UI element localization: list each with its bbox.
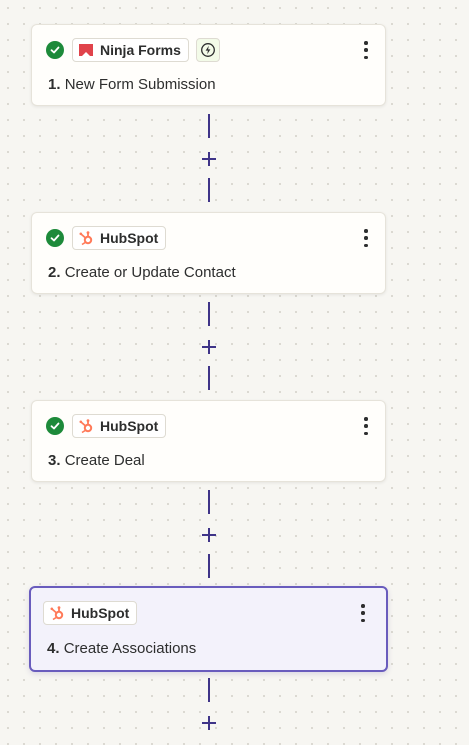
step-title: 2. Create or Update Contact	[48, 264, 236, 281]
ninja-forms-icon	[78, 42, 94, 58]
app-name: Ninja Forms	[100, 42, 181, 58]
step-card-4[interactable]: HubSpot 4. Create Associations	[29, 586, 388, 672]
connector-line	[208, 490, 210, 514]
connector-line	[208, 678, 210, 702]
step-card-2[interactable]: HubSpot 2. Create or Update Contact	[31, 212, 386, 294]
more-options-icon[interactable]	[360, 604, 366, 622]
check-circle-icon	[46, 417, 64, 435]
connector-line	[208, 554, 210, 578]
step-card-3[interactable]: HubSpot 3. Create Deal	[31, 400, 386, 482]
add-step-button[interactable]	[200, 714, 218, 732]
plus-icon	[202, 528, 216, 542]
hubspot-icon	[78, 230, 94, 246]
connector-line	[208, 366, 210, 390]
check-circle-icon	[46, 229, 64, 247]
lightning-bolt-icon	[200, 43, 215, 57]
connector-line	[208, 178, 210, 202]
hubspot-icon	[49, 605, 65, 621]
step-title: 1. New Form Submission	[48, 76, 216, 93]
add-step-button[interactable]	[200, 150, 218, 168]
step-title: 4. Create Associations	[47, 640, 197, 657]
add-step-button[interactable]	[200, 338, 218, 356]
app-chip: HubSpot	[72, 226, 167, 250]
app-name: HubSpot	[100, 230, 159, 246]
connector-line	[208, 114, 210, 138]
plus-icon	[202, 716, 216, 730]
plus-icon	[202, 340, 216, 354]
app-chip: HubSpot	[43, 601, 138, 625]
connector-line	[208, 302, 210, 326]
step-title: 3. Create Deal	[48, 452, 145, 469]
app-name: HubSpot	[71, 605, 130, 621]
check-circle-icon	[46, 41, 64, 59]
app-chip: HubSpot	[72, 414, 167, 438]
app-name: HubSpot	[100, 418, 159, 434]
more-options-icon[interactable]	[363, 229, 369, 247]
plus-icon	[202, 152, 216, 166]
more-options-icon[interactable]	[363, 417, 369, 435]
step-card-1[interactable]: Ninja Forms 1. New Form Submission	[31, 24, 386, 106]
trigger-badge	[195, 38, 220, 62]
add-step-button[interactable]	[200, 526, 218, 544]
app-chip: Ninja Forms	[72, 38, 189, 62]
hubspot-icon	[78, 418, 94, 434]
more-options-icon[interactable]	[363, 41, 369, 59]
